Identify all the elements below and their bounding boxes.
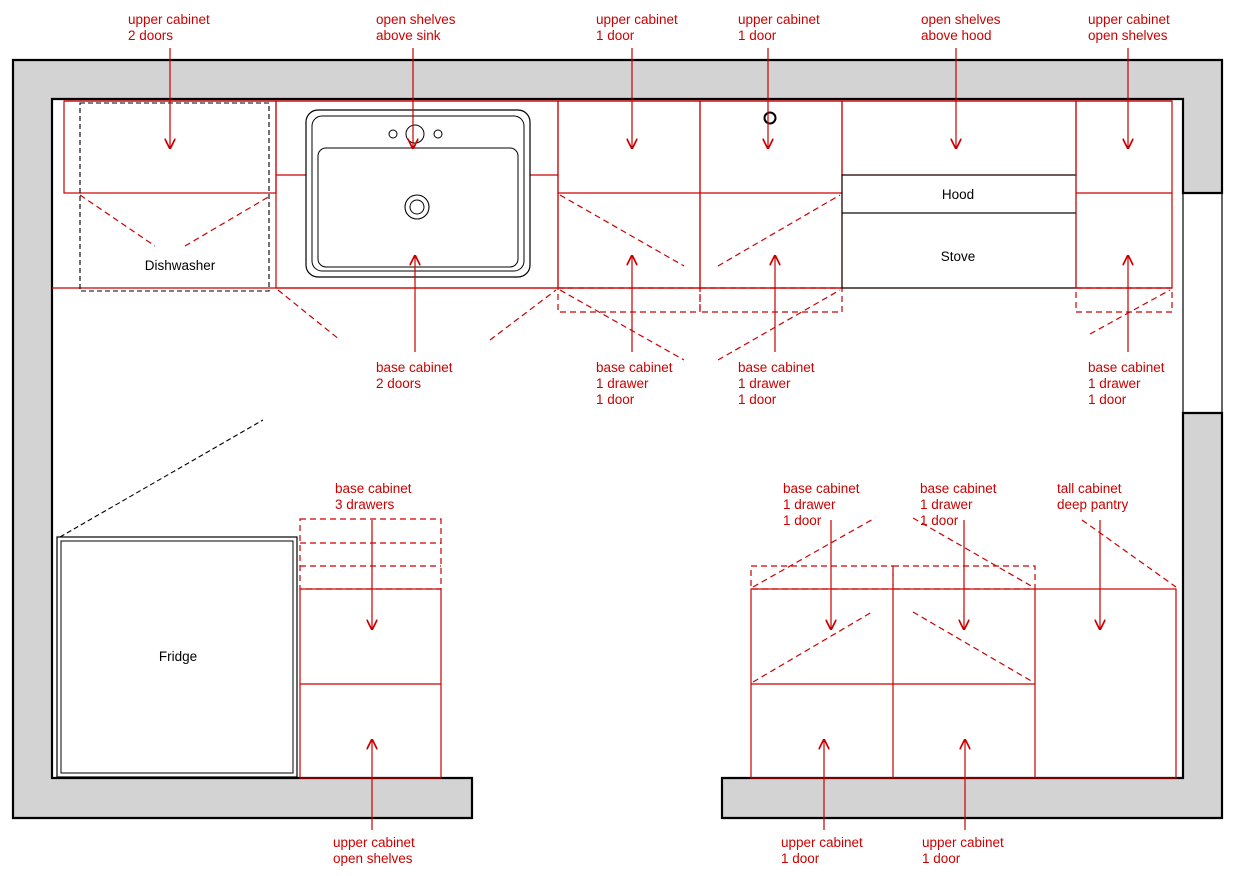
upper-cabinet-1-door (699, 100, 843, 289)
door-swing (752, 517, 876, 588)
door-swing (184, 195, 271, 247)
door-swing (1089, 289, 1171, 335)
sink-rim (311, 115, 525, 272)
door-swing (559, 194, 685, 267)
drawer-outline (557, 287, 701, 313)
sink-outer (305, 109, 531, 278)
door-swing (559, 289, 685, 361)
door-swing (752, 611, 873, 683)
door-swing (717, 194, 841, 267)
knob (763, 111, 777, 125)
upper-cabinet-1-door (557, 100, 701, 289)
door-swing (79, 194, 156, 247)
faucet-knob (388, 129, 398, 139)
upper-cabinet-open-shelves (1075, 100, 1173, 289)
door-swing (717, 289, 841, 361)
hood-label: Hood (942, 187, 974, 202)
fridge-inner (60, 540, 294, 774)
door-swing (1081, 519, 1177, 588)
drawer-outline (699, 287, 843, 313)
faucet-knob (433, 129, 443, 139)
wall-left-top (11, 58, 1224, 820)
drain-inner (409, 199, 425, 215)
fridge-label: Fridge (159, 649, 197, 664)
drawer-outline (299, 518, 442, 590)
door-swing (912, 611, 1034, 683)
stove-label: Stove (941, 249, 976, 264)
hood-shelf (841, 100, 1077, 176)
door-swing (277, 289, 341, 341)
door-swing (912, 517, 1034, 588)
drawer-outline (1075, 287, 1173, 313)
dishwasher (79, 102, 270, 292)
door-swing (489, 289, 557, 341)
fridge-door-swing (59, 419, 264, 538)
drawer-outline (750, 565, 894, 590)
fridge (56, 536, 298, 778)
drain (404, 194, 430, 220)
wall-right-bottom (720, 411, 1224, 820)
dishwasher-label: Dishwasher (145, 258, 216, 273)
